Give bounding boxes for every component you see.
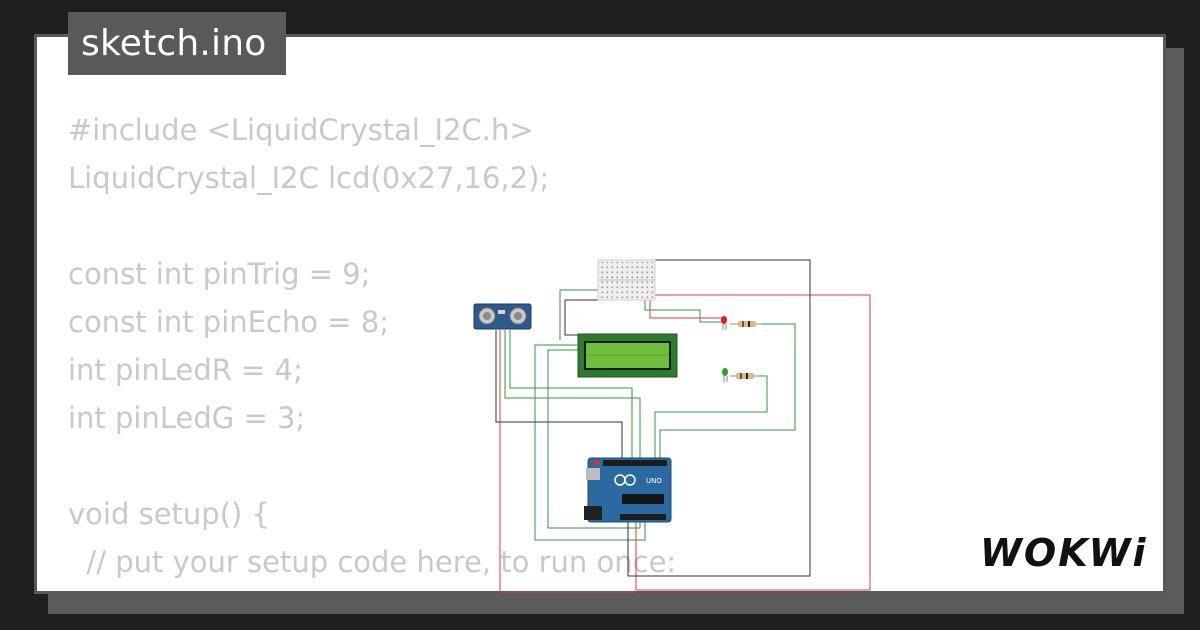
file-tab-label: sketch.ino [81,23,267,64]
code-line: #include <LiquidCrystal_I2C.h> [68,113,534,147]
code-line: void setup() { [68,497,270,531]
wire-red [499,330,636,593]
code-line: LiquidCrystal_I2C lcd(0x27,16,2); [68,161,550,195]
code-line: lcd.init(); [68,586,676,594]
wire-green [654,375,768,462]
breadboard-icon [597,259,656,301]
resistor-icon [730,373,758,379]
wire-red [649,300,722,319]
wire-green [547,349,641,529]
wire-green [504,330,641,462]
arduino-uno-icon: UNO [584,457,672,523]
wire-green [534,344,646,541]
wires [495,259,871,593]
wire-black [495,330,623,462]
code-preview-card: #include <LiquidCrystal_I2C.h> LiquidCrys… [34,34,1166,594]
wire-green [659,323,796,462]
ultrasonic-sensor-icon [473,303,532,330]
wire-green [559,289,600,340]
wire-green [509,330,633,462]
board-label: UNO [646,477,662,485]
wire-black [627,259,811,577]
red-led-icon [721,316,727,330]
file-tab[interactable]: sketch.ino [68,12,286,75]
code-line: int pinLedR = 4; [68,353,303,387]
code-line: int pinLedG = 3; [68,401,306,435]
code-line: // put your setup code here, to run once… [68,545,677,579]
wire-red [635,294,871,591]
wire-black [564,299,600,336]
resistor-icon [730,321,762,327]
code-listing: #include <LiquidCrystal_I2C.h> LiquidCrys… [68,106,676,594]
green-led-icon [722,368,728,382]
lcd-display-icon [577,333,678,378]
wokwi-logo: WOKWi [980,531,1148,575]
wire-green [644,300,725,323]
code-line: const int pinTrig = 9; [68,257,371,291]
wokwi-logo-text: WOKWi [980,531,1148,575]
code-line: const int pinEcho = 8; [68,305,389,339]
